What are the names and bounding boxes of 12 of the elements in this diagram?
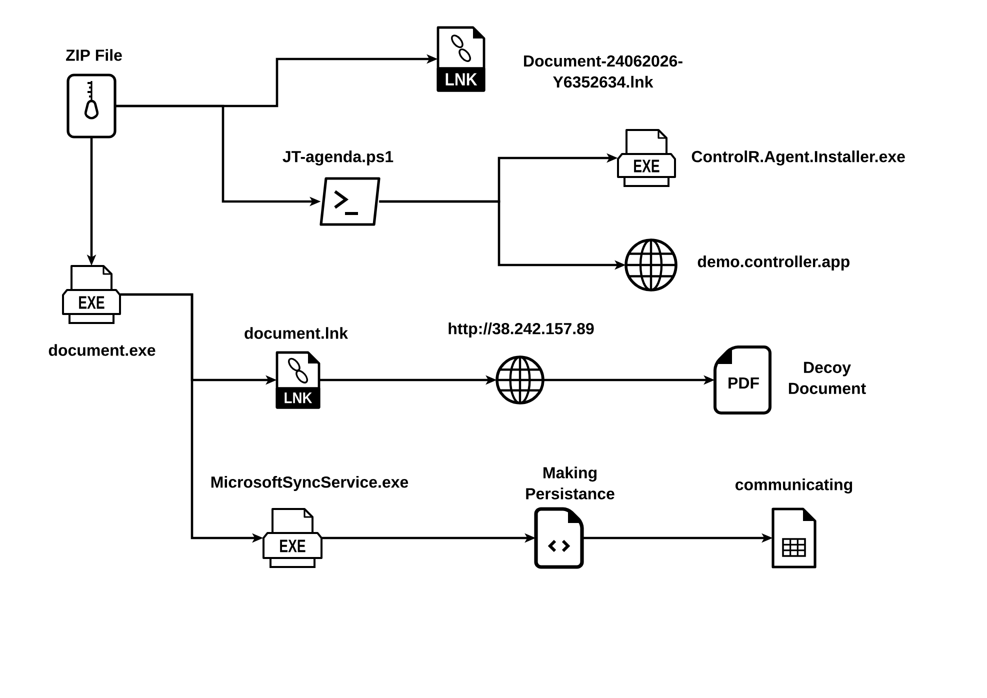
node-label: demo.controller.app <box>698 256 850 270</box>
node-label: MicrosoftSyncService.exe <box>211 476 408 491</box>
node-label: JT-agenda.ps1 <box>282 150 394 166</box>
node-label: ZIP File <box>66 49 122 61</box>
node-label: Decoy Document <box>788 362 866 394</box>
node-label: http://38.242.157.89 <box>448 322 594 338</box>
node-label: communicating <box>736 478 852 494</box>
node-label: Making Persistance <box>526 466 614 500</box>
node-label: document.lnk <box>244 327 348 339</box>
node-label: Document-24062026- Y6352634.lnk <box>524 55 682 88</box>
node-label: document.exe <box>48 344 156 356</box>
node-label: ControlR.Agent.Installer.exe <box>692 150 905 166</box>
